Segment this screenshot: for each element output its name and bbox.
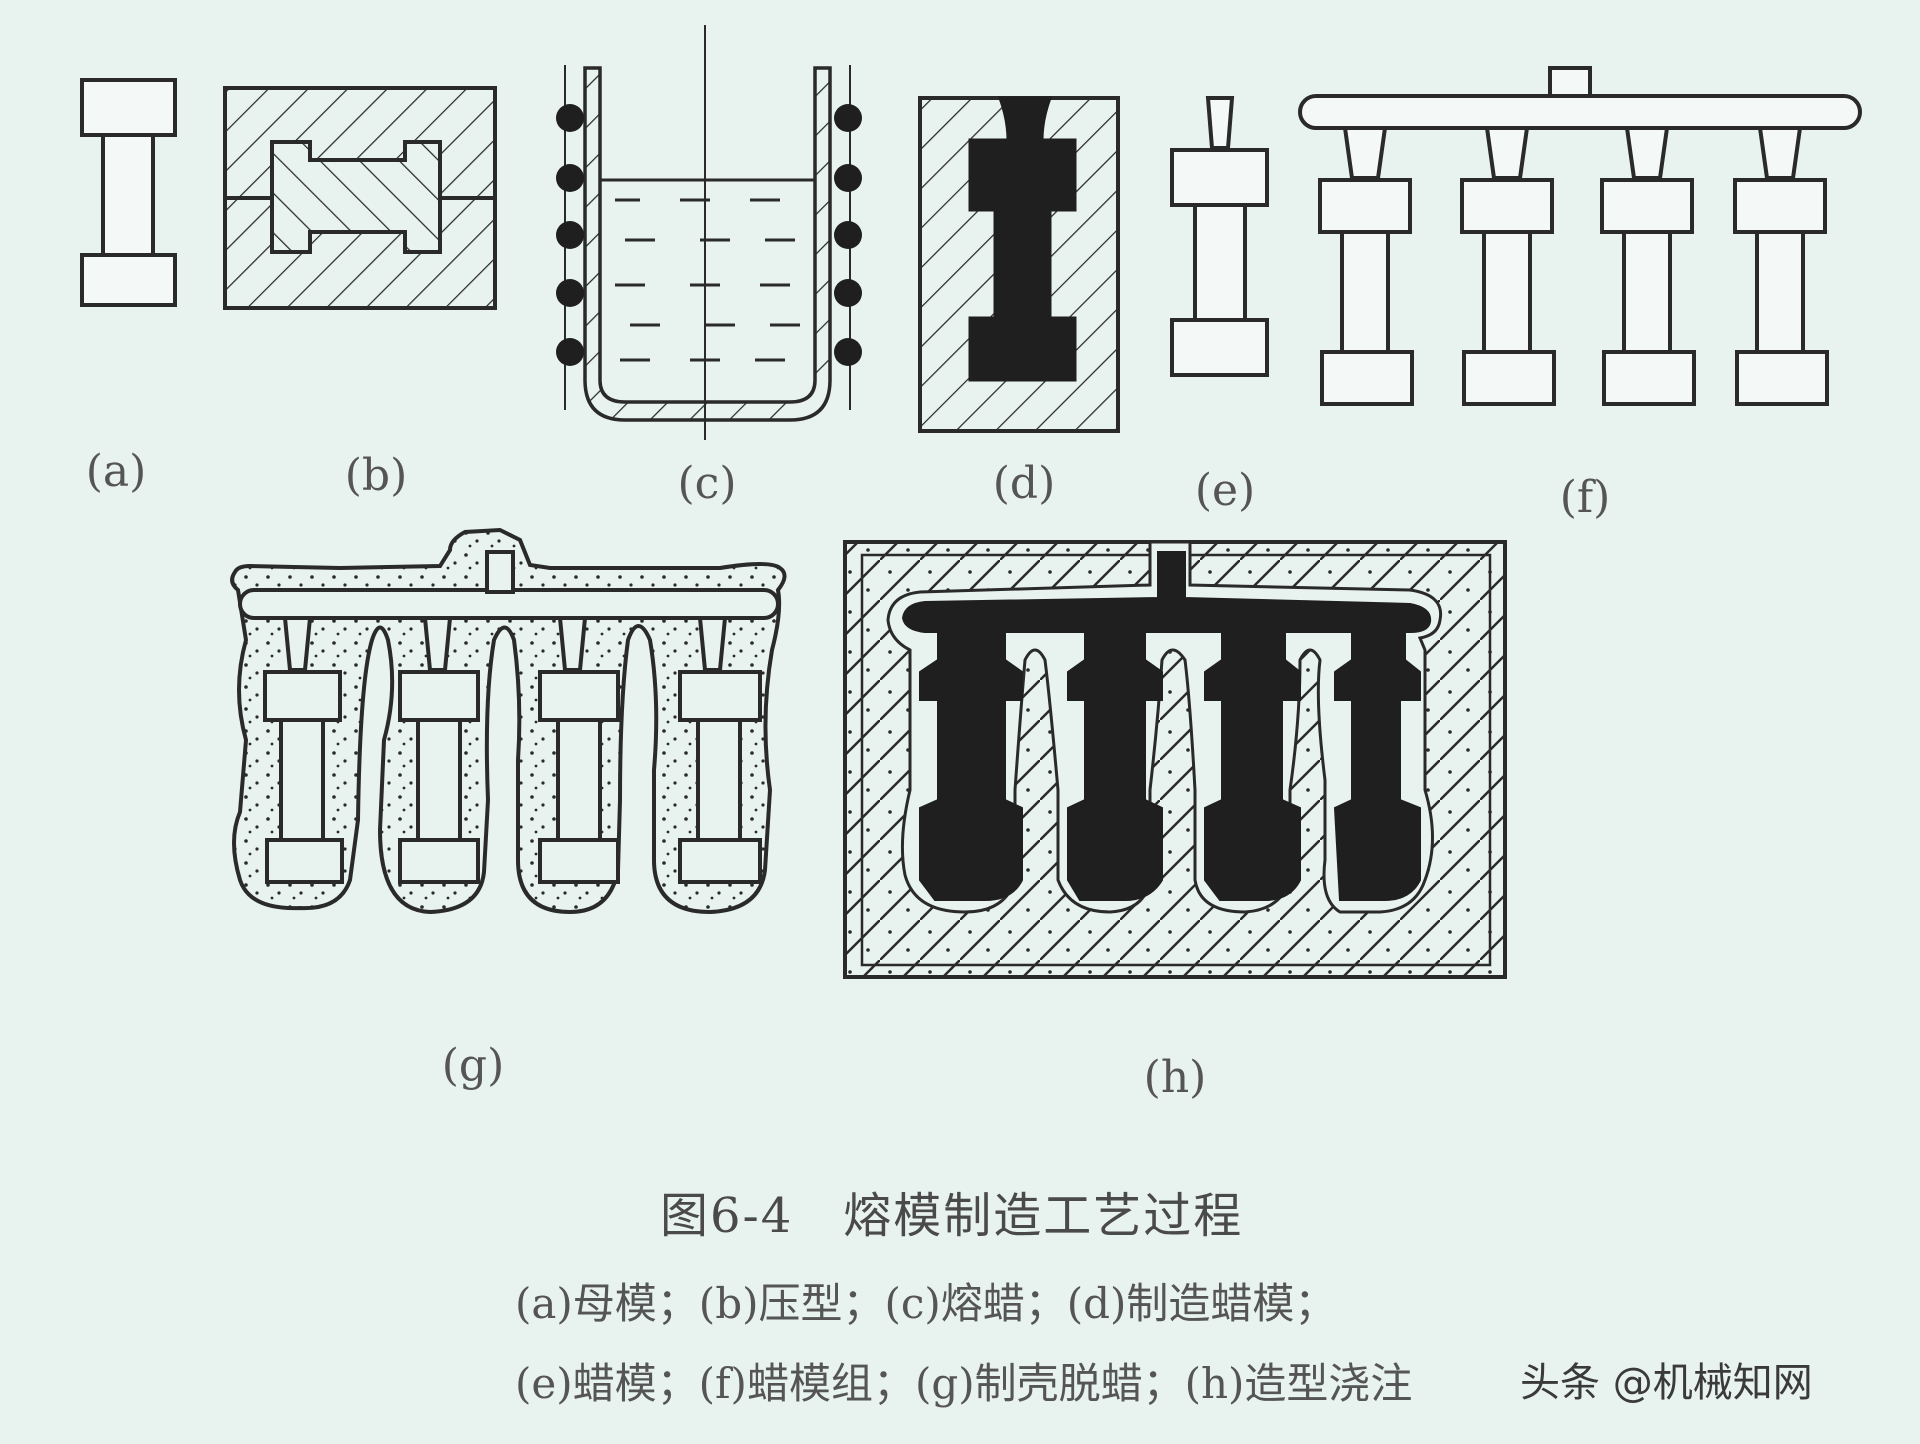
- wax-pattern: [1170, 96, 1269, 377]
- panel-label-c: (c): [677, 458, 737, 509]
- panel-label-g: (g): [441, 1040, 505, 1091]
- panel-label-e: (e): [1194, 465, 1256, 516]
- master-pattern: [80, 78, 177, 307]
- figure-caption-title: 图6-4 熔模制造工艺过程: [660, 1188, 1244, 1244]
- wax-pattern-in-die: [918, 96, 1120, 433]
- panel-label-h: (h): [1143, 1052, 1207, 1103]
- wax-melting-pot: [556, 25, 862, 440]
- panel-label-d: (d): [992, 458, 1056, 509]
- figure-caption-legend-line-2: (e)蜡模；(f)蜡模组；(g)制壳脱蜡；(h)造型浇注: [515, 1359, 1413, 1408]
- press-die: [223, 86, 497, 310]
- wax-pattern-cluster: [1298, 66, 1862, 406]
- molding-pouring: [843, 540, 1507, 979]
- watermark: 头条 @机械知网: [1520, 1360, 1813, 1406]
- panel-label-a: (a): [85, 446, 147, 497]
- figure-caption-legend-line-1: (a)母模；(b)压型；(c)熔蜡；(d)制造蜡模；: [515, 1279, 1337, 1328]
- shell-dewaxing: [230, 527, 787, 915]
- panel-label-f: (f): [1559, 472, 1611, 523]
- panel-label-b: (b): [344, 450, 408, 501]
